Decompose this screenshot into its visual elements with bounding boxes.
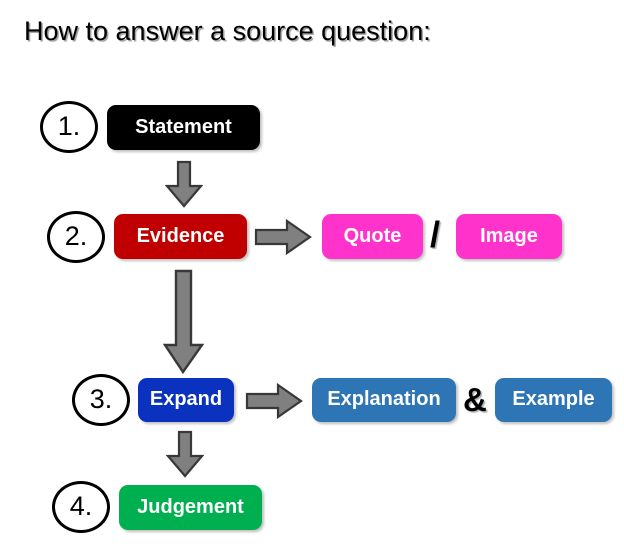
step-number-circle-2: 2. [47,211,105,263]
arrow-evidence-to-quote-icon [254,219,312,255]
node-image-label: Image [480,224,538,247]
step-number-circle-4: 4. [52,481,110,533]
node-judgement[interactable]: Judgement [119,485,262,530]
step-number-label-4: 4. [69,490,93,521]
separator-slash: / [430,214,441,255]
node-quote-label: Quote [343,224,402,247]
node-quote[interactable]: Quote [322,214,423,259]
node-statement[interactable]: Statement [107,105,260,150]
node-explanation[interactable]: Explanation [312,378,456,422]
step-number-circle-1: 1. [40,101,98,153]
node-explanation-label: Explanation [327,388,441,410]
node-evidence-label: Evidence [136,224,225,247]
step-number-label-3: 3. [89,383,113,414]
step-number-label-1: 1. [57,110,81,141]
separator-ampersand: & [463,381,487,418]
node-example-label: Example [512,388,595,410]
node-image[interactable]: Image [456,214,562,259]
step-number-label-2: 2. [64,220,88,251]
page-title: How to answer a source question: [24,16,431,46]
arrow-statement-to-evidence-icon [165,160,203,208]
node-judgement-label: Judgement [137,495,244,518]
node-expand-label: Expand [149,388,223,410]
node-evidence[interactable]: Evidence [114,214,247,259]
node-expand[interactable]: Expand [138,378,234,422]
step-number-circle-3: 3. [72,374,130,426]
arrow-expand-to-explanation-icon [245,383,303,419]
arrow-expand-to-judgement-icon [166,430,204,478]
arrow-evidence-to-expand-icon [163,269,205,375]
node-statement-label: Statement [135,115,232,138]
node-example[interactable]: Example [495,378,612,422]
